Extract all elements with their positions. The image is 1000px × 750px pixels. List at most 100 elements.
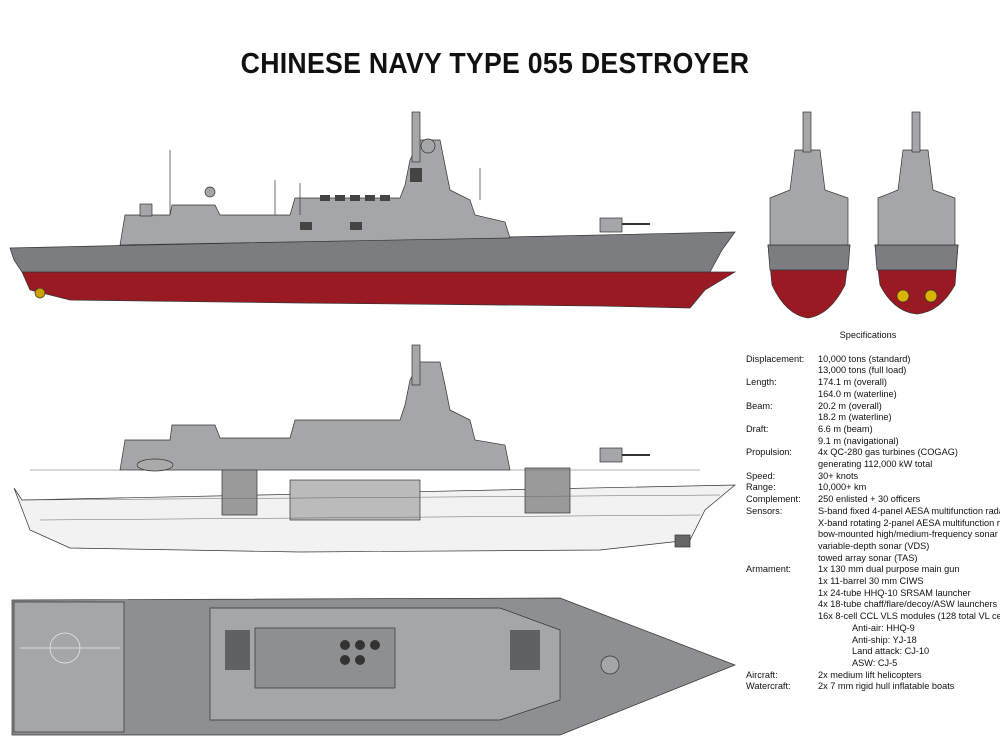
cutaway-view — [13, 344, 736, 553]
spec-value: 10,000 tons (standard) — [818, 353, 911, 364]
spec-value: 2x medium lift helicopters — [818, 669, 922, 680]
rear-view — [874, 111, 959, 315]
spec-row: Armament: 1x 130 mm dual purpose main gun — [746, 564, 1000, 576]
spec-label: Complement: — [746, 494, 801, 505]
specifications-panel: Specifications Displacement: 10,000 tons … — [746, 330, 1000, 693]
spec-value: 16x 8-cell CCL VLS modules (128 total VL… — [818, 611, 1000, 622]
spec-label: Draft: — [746, 423, 769, 434]
spec-label: Propulsion: — [746, 447, 792, 458]
front-view — [767, 111, 851, 319]
spec-row: generating 112,000 kW total — [746, 459, 1000, 471]
spec-row: 1x 24-tube HHQ-10 SRSAM launcher — [746, 588, 1000, 600]
spec-subrow: Land attack: CJ-10 — [746, 646, 1000, 658]
spec-row: Length: 174.1 m (overall) — [746, 377, 1000, 389]
spec-label — [746, 518, 818, 530]
spec-row: 4x 18-tube chaff/flare/decoy/ASW launche… — [746, 599, 1000, 611]
spec-value: 4x 18-tube chaff/flare/decoy/ASW launche… — [818, 599, 998, 610]
spec-value: variable-depth sonar (VDS) — [818, 540, 930, 551]
hull-grey — [9, 231, 736, 273]
spec-label — [746, 658, 818, 670]
spec-label — [746, 646, 818, 658]
top-plan-view — [11, 597, 736, 736]
spec-value: 30+ knots — [818, 470, 859, 481]
spec-value: 9.1 m (navigational) — [818, 435, 899, 446]
spec-row: Range: 10,000+ km — [746, 482, 1000, 494]
spec-value: S-band fixed 4-panel AESA multifunction … — [818, 505, 1000, 516]
spec-label — [746, 588, 818, 600]
spec-row: Watercraft: 2x 7 mm rigid hull inflatable… — [746, 681, 1000, 693]
spec-row: 13,000 tons (full load) — [746, 365, 1000, 377]
spec-label — [746, 389, 818, 401]
spec-value: 6.6 m (beam) — [818, 423, 873, 434]
spec-value: 1x 24-tube HHQ-10 SRSAM launcher — [818, 587, 971, 598]
spec-label — [746, 412, 818, 424]
spec-label: Speed: — [746, 470, 776, 481]
spec-subrow: Anti-ship: YJ-18 — [746, 635, 1000, 647]
side-profile-view — [9, 111, 737, 309]
spec-row: 1x 11-barrel 30 mm CIWS — [746, 576, 1000, 588]
spec-row: Displacement: 10,000 tons (standard) — [746, 354, 1000, 366]
spec-row: Complement: 250 enlisted + 30 officers — [746, 494, 1000, 506]
spec-value: 4x QC-280 gas turbines (COGAG) — [818, 447, 958, 458]
spec-row: variable-depth sonar (VDS) — [746, 541, 1000, 553]
spec-label — [746, 365, 818, 377]
page-title: CHINESE NAVY TYPE 055 DESTROYER — [240, 48, 750, 80]
spec-row: 9.1 m (navigational) — [746, 436, 1000, 448]
spec-value: 1x 11-barrel 30 mm CIWS — [818, 576, 924, 587]
spec-label: Watercraft: — [746, 681, 791, 692]
spec-label — [746, 599, 818, 611]
helicopter-deck — [13, 601, 125, 733]
spec-label: Armament: — [746, 564, 791, 575]
spec-label — [746, 529, 818, 541]
specifications-heading: Specifications — [839, 330, 897, 340]
spec-label — [746, 459, 818, 471]
spec-subrow: ASW: CJ-5 — [746, 658, 1000, 670]
main-gun — [599, 217, 623, 233]
spec-subrow: Anti-air: HHQ-9 — [746, 623, 1000, 635]
spec-row: Draft: 6.6 m (beam) — [746, 424, 1000, 436]
mast — [411, 111, 421, 163]
spec-row: Aircraft: 2x medium lift helicopters — [746, 670, 1000, 682]
hull-red — [21, 271, 737, 309]
spec-label — [746, 553, 818, 565]
spec-row: Speed: 30+ knots — [746, 471, 1000, 483]
superstructure — [119, 139, 511, 246]
spec-subvalue: Anti-air: HHQ-9 — [852, 622, 915, 633]
spec-value: 20.2 m (overall) — [818, 400, 882, 411]
spec-row: 164.0 m (waterline) — [746, 389, 1000, 401]
spec-value: 18.2 m (waterline) — [818, 412, 892, 423]
spec-row: towed array sonar (TAS) — [746, 553, 1000, 565]
spec-value: 174.1 m (overall) — [818, 377, 887, 388]
spec-row: 18.2 m (waterline) — [746, 412, 1000, 424]
spec-subvalue: ASW: CJ-5 — [852, 657, 898, 668]
spec-value: 164.0 m (waterline) — [818, 388, 897, 399]
spec-value: 2x 7 mm rigid hull inflatable boats — [818, 681, 955, 692]
spec-value: 13,000 tons (full load) — [818, 365, 907, 376]
spec-label: Length: — [746, 377, 777, 388]
spec-subvalue: Land attack: CJ-10 — [852, 646, 930, 657]
spec-label: Aircraft: — [746, 669, 778, 680]
spec-row: 16x 8-cell CCL VLS modules (128 total VL… — [746, 611, 1000, 623]
spec-label — [746, 611, 818, 623]
spec-value: generating 112,000 kW total — [818, 459, 933, 470]
spec-value: X-band rotating 2-panel AESA multifuncti… — [818, 517, 1000, 528]
radar-dome — [420, 138, 436, 154]
spec-label: Sensors: — [746, 505, 783, 516]
spec-label — [746, 576, 818, 588]
spec-row: Beam: 20.2 m (overall) — [746, 401, 1000, 413]
spec-value: 1x 130 mm dual purpose main gun — [818, 564, 960, 575]
propeller — [924, 289, 938, 303]
spec-rows: Displacement: 10,000 tons (standard)13,00… — [746, 354, 1000, 693]
spec-row: Sensors: S-band fixed 4-panel AESA multif… — [746, 506, 1000, 518]
spec-value: 250 enlisted + 30 officers — [818, 494, 921, 505]
spec-value: towed array sonar (TAS) — [818, 552, 918, 563]
spec-row: Propulsion: 4x QC-280 gas turbines (COGAG… — [746, 447, 1000, 459]
spec-label: Displacement: — [746, 353, 805, 364]
spec-label — [746, 541, 818, 553]
spec-label: Beam: — [746, 400, 773, 411]
spec-value: 10,000+ km — [818, 482, 867, 493]
spec-label: Range: — [746, 482, 776, 493]
spec-value: bow-mounted high/medium-frequency sonar — [818, 529, 998, 540]
spec-label — [746, 436, 818, 448]
